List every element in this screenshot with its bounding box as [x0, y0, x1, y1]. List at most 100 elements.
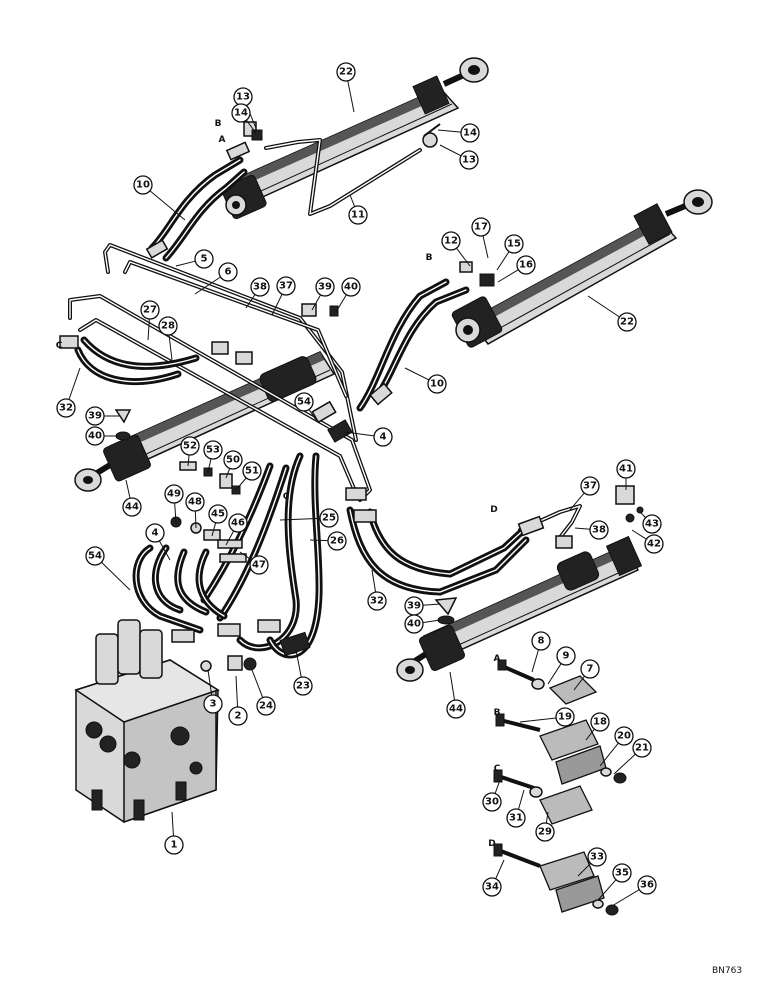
- callout-18: 18: [585, 712, 610, 741]
- hydraulic-cylinder-left: [74, 351, 336, 492]
- callout-number: 37: [279, 281, 293, 292]
- callout-37: 37: [271, 276, 296, 316]
- callout-circle: [367, 591, 387, 611]
- callout-28: 28: [158, 316, 178, 361]
- leader-line: [422, 603, 441, 606]
- callout-32: 32: [56, 367, 81, 418]
- leader-line: [349, 194, 356, 207]
- callout-circle: [446, 699, 466, 719]
- callout-circle: [180, 436, 200, 456]
- leader-line: [279, 517, 321, 521]
- callout-circle: [164, 835, 184, 855]
- callout-circle: [242, 461, 262, 481]
- reference-letter-a: A: [494, 654, 501, 664]
- leader-line: [422, 619, 441, 624]
- callout-circle: [644, 534, 664, 554]
- callout-circle: [590, 712, 610, 732]
- leader-line: [496, 251, 510, 271]
- leader-line: [569, 492, 585, 511]
- callout-circle: [194, 249, 214, 269]
- callout-circle: [617, 312, 637, 332]
- leader-line: [344, 431, 375, 437]
- callout-39: 39: [85, 406, 120, 426]
- callout-10: 10: [133, 175, 186, 221]
- callout-number: 47: [252, 560, 266, 571]
- callout-circle: [85, 406, 105, 426]
- callout-53: 53: [203, 440, 223, 473]
- callout-number: 19: [558, 712, 572, 723]
- callout-circle: [459, 150, 479, 170]
- callout-circle: [133, 175, 153, 195]
- callout-number: 44: [449, 704, 463, 715]
- callout-circle: [404, 614, 424, 634]
- callout-34: 34: [482, 859, 505, 897]
- callout-number: 2: [235, 711, 242, 722]
- callout-24: 24: [251, 669, 276, 716]
- callout-number: 6: [225, 267, 232, 278]
- callout-7: 7: [573, 659, 600, 691]
- callout-number: 12: [444, 236, 458, 247]
- callout-circle: [231, 103, 251, 123]
- leader-line: [495, 859, 505, 879]
- leader-line: [531, 649, 539, 673]
- callout-circle: [580, 476, 600, 496]
- callout-39: 39: [311, 277, 335, 311]
- callout-circle: [140, 300, 160, 320]
- callout-number: 41: [619, 464, 633, 475]
- callout-9: 9: [547, 646, 576, 685]
- callout-number: 25: [322, 513, 336, 524]
- leader-line: [573, 675, 585, 691]
- callout-circle: [249, 555, 269, 575]
- leader-line: [125, 479, 131, 499]
- callout-number: 7: [587, 664, 594, 675]
- callout-number: 48: [188, 497, 202, 508]
- callout-circle: [482, 792, 502, 812]
- callout-circle: [341, 277, 361, 297]
- callout-number: 40: [344, 282, 358, 293]
- callout-13: 13: [439, 144, 479, 170]
- callout-38: 38: [574, 520, 609, 540]
- leader-line: [235, 675, 239, 708]
- leader-line: [245, 294, 256, 309]
- hydraulic-hoses: [74, 156, 534, 659]
- callout-number: 15: [507, 239, 521, 250]
- hydraulic-cylinder-right: [451, 189, 713, 348]
- leader-line: [308, 409, 317, 421]
- callout-29: 29: [535, 811, 555, 842]
- reference-letter-d: D: [488, 839, 495, 849]
- leader-line: [171, 811, 174, 837]
- callout-54: 54: [294, 392, 317, 421]
- leader-line: [194, 510, 197, 529]
- leader-line: [611, 889, 640, 907]
- callout-51: 51: [235, 461, 262, 491]
- callout-4: 4: [344, 427, 393, 447]
- callout-number: 23: [296, 681, 310, 692]
- callout-circle: [482, 877, 502, 897]
- callout-33: 33: [577, 847, 607, 877]
- hydraulic-cylinder-lower-right: [396, 535, 643, 682]
- callout-36: 36: [611, 875, 657, 907]
- callout-number: 4: [152, 528, 159, 539]
- callout-circle: [228, 706, 248, 726]
- leader-line: [251, 669, 264, 698]
- callout-circle: [336, 62, 356, 82]
- callout-45: 45: [208, 504, 228, 537]
- callout-number: 38: [592, 525, 606, 536]
- catalog-number: BN763: [712, 966, 743, 976]
- leader-line: [371, 569, 377, 593]
- callout-circle: [516, 255, 536, 275]
- leader-line: [597, 879, 617, 901]
- callout-number: 14: [234, 108, 248, 119]
- callout-circle: [614, 726, 634, 746]
- callout-number: 42: [647, 539, 661, 550]
- leader-line: [68, 367, 81, 400]
- callout-37: 37: [569, 476, 600, 511]
- callout-50: 50: [223, 450, 243, 479]
- leader-line: [187, 454, 190, 467]
- leader-line: [174, 502, 177, 523]
- callout-12: 12: [441, 231, 471, 267]
- callout-circle: [208, 504, 228, 524]
- callout-number: 50: [226, 455, 240, 466]
